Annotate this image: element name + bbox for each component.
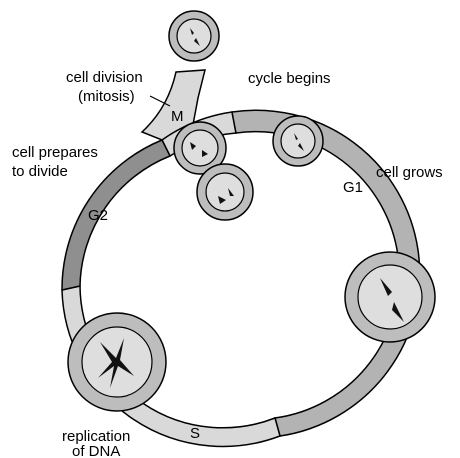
cell-division-label: cell division bbox=[66, 69, 143, 86]
to-divide-label: to divide bbox=[12, 163, 68, 180]
cell-prepares-label: cell prepares bbox=[12, 144, 98, 161]
cell-dividing-lower bbox=[197, 164, 253, 220]
phase-s-label: S bbox=[190, 425, 200, 442]
g2-band bbox=[62, 140, 170, 290]
cell-top bbox=[169, 11, 219, 61]
cycle-begins-label: cycle begins bbox=[248, 70, 331, 87]
mitosis-label: (mitosis) bbox=[78, 88, 135, 105]
phase-g2-label: G2 bbox=[88, 207, 108, 224]
cell-grown bbox=[345, 252, 435, 342]
cell-grows-label: cell grows bbox=[376, 164, 443, 181]
of-dna-label: of DNA bbox=[72, 443, 120, 458]
cell-g1-small bbox=[273, 116, 323, 166]
cell-replicated bbox=[68, 313, 166, 411]
phase-g1-label: G1 bbox=[343, 179, 363, 196]
phase-m-label: M bbox=[171, 108, 184, 125]
